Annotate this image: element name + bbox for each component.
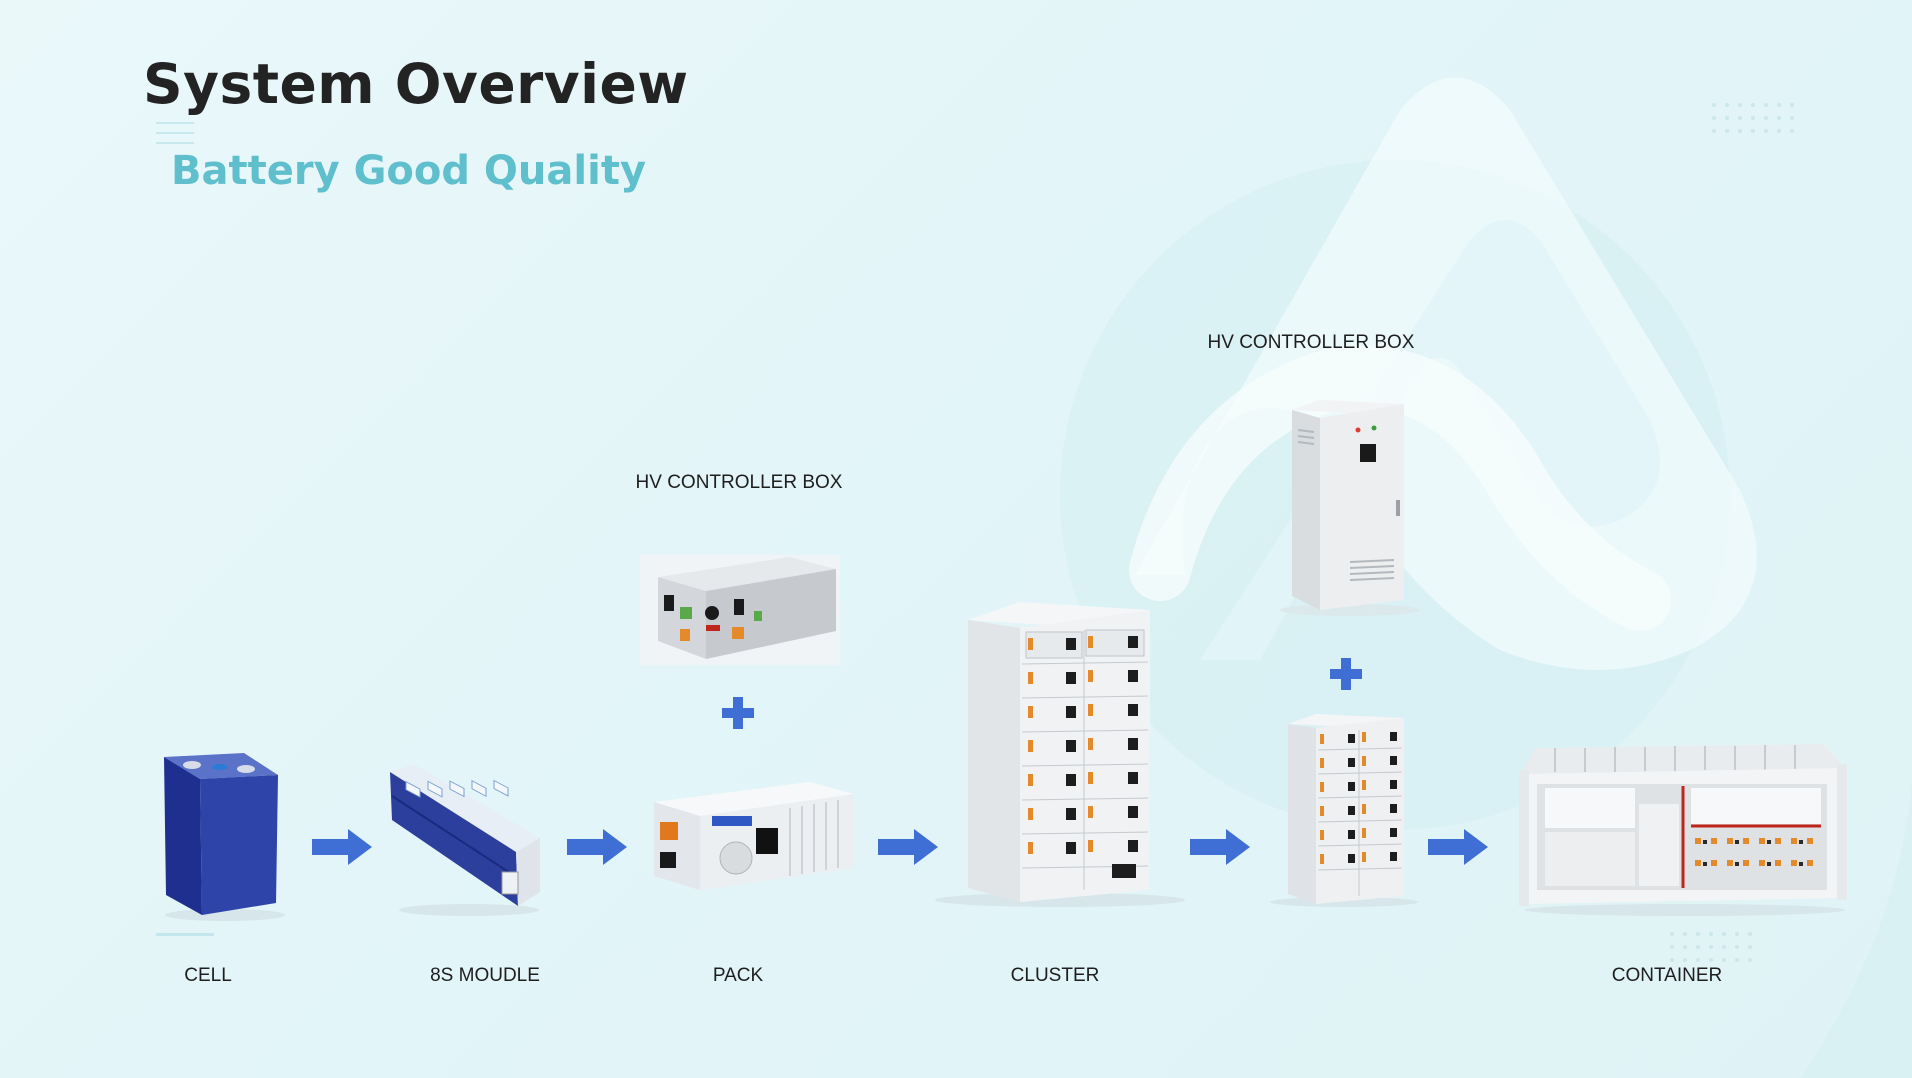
stage-label-pack: PACK bbox=[712, 965, 764, 986]
stage-label-container: CONTAINER bbox=[1611, 965, 1723, 986]
decorative-dots-top bbox=[1712, 103, 1794, 133]
cluster-image bbox=[935, 602, 1185, 907]
module-image bbox=[390, 764, 540, 916]
decorative-underline bbox=[156, 933, 214, 936]
container-image bbox=[1519, 744, 1847, 916]
arrow-right-icon bbox=[312, 829, 372, 865]
arrow-right-icon bbox=[1190, 829, 1250, 865]
arrow-right-icon bbox=[878, 829, 938, 865]
controller-label-cluster: HV CONTROLLER BOX bbox=[1207, 332, 1415, 353]
page-title: System Overview bbox=[143, 52, 689, 116]
plus-icon bbox=[722, 697, 754, 729]
page-subtitle: Battery Good Quality bbox=[171, 148, 647, 194]
decorative-dots-bottom bbox=[1670, 932, 1752, 962]
decorative-lines bbox=[156, 122, 194, 152]
cabinet-controller-box-image bbox=[1280, 400, 1420, 616]
arrow-right-icon bbox=[1428, 829, 1488, 865]
plus-icon bbox=[1330, 658, 1362, 690]
arrow-right-icon bbox=[567, 829, 627, 865]
cell-image bbox=[164, 753, 285, 921]
stage-label-cell: CELL bbox=[184, 965, 232, 986]
stage-label-cluster: CLUSTER bbox=[1010, 965, 1100, 986]
cluster-rack-image bbox=[1270, 714, 1418, 907]
pack-image bbox=[654, 782, 854, 890]
controller-label-pack: HV CONTROLLER BOX bbox=[635, 472, 843, 493]
stage-label-module: 8S MOUDLE bbox=[430, 965, 540, 986]
pack-controller-box-image bbox=[640, 555, 840, 665]
